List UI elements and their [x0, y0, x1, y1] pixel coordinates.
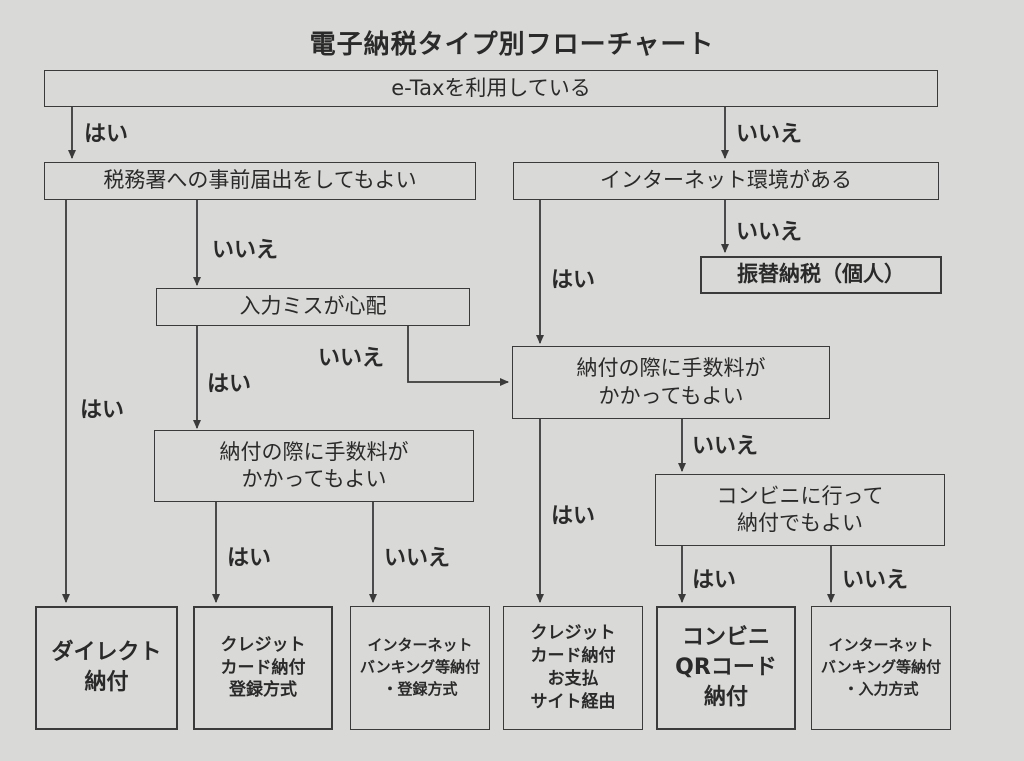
node-etax: e-Taxを利用している	[44, 70, 938, 107]
label-feeleft-yes: はい	[227, 546, 272, 571]
label-conveni-no: いいえ	[842, 568, 909, 593]
label-etax-yes: はい	[84, 122, 129, 147]
label-internet-yes: はい	[551, 268, 596, 293]
node-zeimusho: 税務署への事前届出をしてもよい	[44, 162, 476, 200]
label-inputmiss-no: いいえ	[318, 346, 385, 371]
label-zeimusho-no: いいえ	[212, 238, 279, 263]
node-conveni-question: コンビニに行って 納付でもよい	[655, 474, 945, 546]
node-fee-right: 納付の際に手数料が かかってもよい	[512, 346, 830, 419]
label-zeimusho-yes: はい	[80, 398, 125, 423]
label-feeleft-no: いいえ	[384, 546, 451, 571]
result-netbanking-input: インターネット バンキング等納付 ・入力方式	[811, 606, 951, 730]
arrow-inputmiss-no	[407, 326, 509, 386]
node-fee-left: 納付の際に手数料が かかってもよい	[154, 430, 474, 502]
node-internet: インターネット環境がある	[513, 162, 939, 200]
result-netbanking-registered: インターネット バンキング等納付 ・登録方式	[350, 606, 490, 730]
label-feeright-yes: はい	[551, 504, 596, 529]
label-internet-no: いいえ	[736, 220, 803, 245]
result-credit-site: クレジット カード納付 お支払 サイト経由	[503, 606, 643, 730]
page-title: 電子納税タイプ別フローチャート	[309, 30, 715, 60]
result-conveni-qr: コンビニ QRコード 納付	[656, 606, 796, 730]
label-conveni-yes: はい	[692, 568, 737, 593]
result-direct: ダイレクト 納付	[35, 606, 178, 730]
node-input-miss: 入力ミスが心配	[156, 288, 470, 326]
node-furikae: 振替納税（個人）	[700, 256, 942, 294]
label-etax-no: いいえ	[736, 122, 803, 147]
result-credit-registered: クレジット カード納付 登録方式	[193, 606, 333, 730]
label-inputmiss-yes: はい	[207, 372, 252, 397]
label-feeright-no: いいえ	[692, 434, 759, 459]
